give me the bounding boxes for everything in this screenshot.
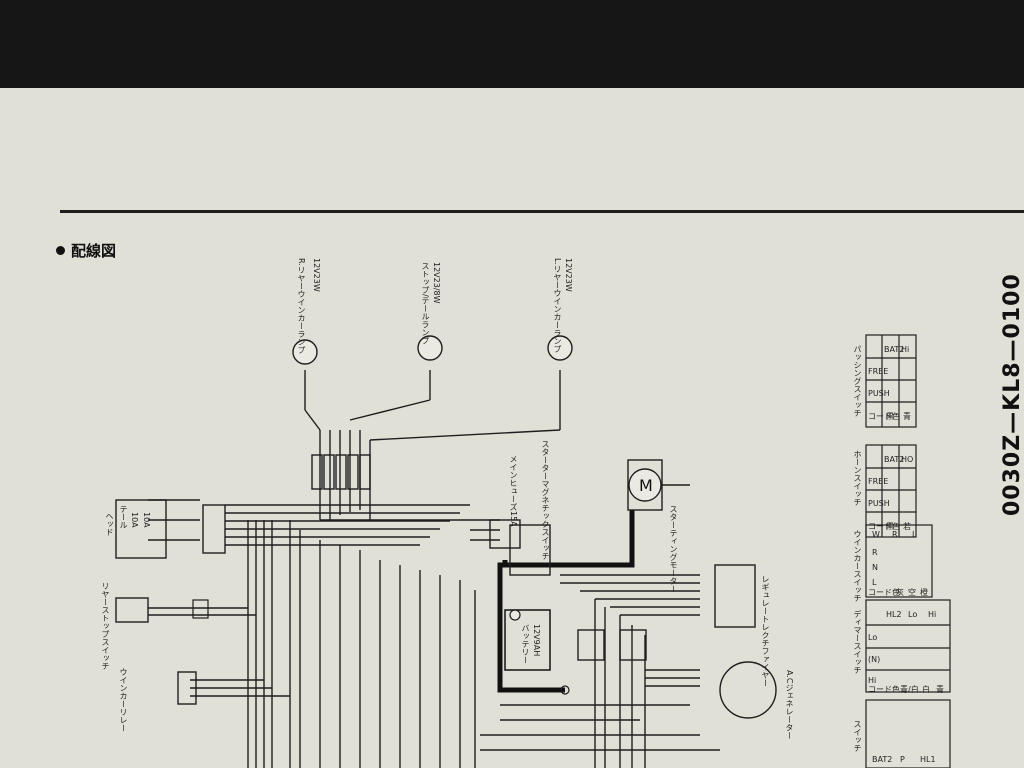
passing-row-1: FREE (868, 367, 889, 376)
main-fuse-label: メインヒューズ15A (509, 455, 518, 527)
horn-col-1: BAT2 (884, 455, 905, 464)
bottom-col-1: BAT2 (872, 755, 893, 764)
dimmer-switch-table (865, 599, 951, 693)
battery-icon (504, 609, 551, 671)
passing-row-2: PUSH (868, 389, 890, 398)
regulator-rectifier-icon (714, 564, 756, 628)
ac-generator-label: A.Cジェネレーター (785, 670, 794, 740)
connector-a-icon (577, 629, 605, 661)
manual-page: 配線図 0030Z—KL8—0100 (0, 88, 1024, 768)
winker-color-2: 空 (908, 588, 916, 597)
bullet-icon (56, 246, 65, 255)
motor-symbol: M (639, 476, 653, 495)
passing-col-2: Hi (901, 345, 910, 354)
battery-label: バッテリー (521, 624, 530, 664)
fuse-10a-1: 10A (130, 512, 139, 528)
horn-row-2: PUSH (868, 499, 890, 508)
rear-winker-l-label: L.リヤーウインカーランプ (553, 258, 562, 353)
stop-switch-connector-icon (192, 599, 209, 619)
horn-color-2: 若 (903, 522, 911, 531)
battery-cable (497, 510, 635, 693)
winker-col-3: L (912, 530, 917, 539)
battery-spec: 12V9AH (532, 624, 541, 657)
passing-col-1: BAT2 (884, 345, 905, 354)
horn-switch-table (865, 444, 917, 538)
battery-plus-icon (509, 609, 521, 621)
bottom-switch-name: スイッチ (853, 720, 862, 752)
horn-switch-name: ホーンスイッチ (853, 450, 862, 506)
passing-color-label: コード色 (868, 412, 900, 421)
stop-tail-spec: 12V23/8W (432, 262, 441, 304)
winker-relay-label: ウインカーリレー (119, 668, 128, 732)
stop-tail-lamp-icon (417, 335, 443, 361)
winker-row-2: N (872, 563, 878, 572)
rear-winker-l-spec: 12V23W (564, 258, 573, 292)
switch-tables (865, 334, 951, 768)
passing-color-2: 青 (903, 412, 911, 421)
dimmer-col-3: Hi (928, 610, 937, 619)
dimmer-row-1: Lo (868, 633, 878, 642)
ground-icon (560, 685, 570, 695)
rear-winker-r-lamp-icon (292, 339, 318, 365)
horn-color-1: 黒 (886, 522, 894, 531)
winker-switch-table (865, 524, 933, 598)
header-rule (60, 210, 1024, 213)
starter-magnetic-switch-label: スターターマグネチックスイッチ (541, 440, 550, 560)
bottom-col-3: HL1 (920, 755, 936, 764)
winker-color-1: 灰 (896, 588, 904, 597)
dimmer-color-3: 青 (936, 685, 944, 694)
fuse-tail-label: テール (119, 505, 128, 529)
horn-col-2: HO (901, 455, 914, 464)
dimmer-color-label: コード色 (868, 685, 900, 694)
bottom-col-2: P (900, 755, 905, 764)
winker-color-label: コード色 (868, 588, 900, 597)
rear-stop-switch-label: リヤーストップスイッチ (101, 582, 110, 670)
bottom-switch-table (865, 699, 951, 768)
section-heading: 配線図 (56, 240, 116, 261)
ac-generator-icon (719, 661, 777, 719)
rear-winker-r-label: R.リヤーウインカーランプ (297, 258, 306, 354)
dimmer-col-2: Lo (908, 610, 918, 619)
dimmer-col-1: HL2 (886, 610, 902, 619)
winker-col-1: W (872, 530, 880, 539)
starting-motor-label: スターティングモーター (669, 505, 678, 593)
fuse-box-connector-icon (202, 504, 226, 554)
motor-icon (628, 468, 662, 502)
passing-switch-table (865, 334, 917, 428)
main-fuse-icon (489, 519, 521, 549)
dimmer-color-1: 青/白 (900, 685, 919, 694)
fuse-10a-2: 10A (142, 512, 151, 528)
rear-stop-switch-icon (115, 597, 149, 623)
dimmer-switch-name: ディマースイッチ (853, 610, 862, 674)
winker-row-3: L (872, 578, 877, 587)
winker-color-3: 橙 (920, 588, 928, 597)
winker-relay-icon (177, 671, 197, 705)
magnetic-switch-icon (509, 524, 551, 576)
fuse-head-label: ヘッド (105, 512, 114, 536)
stop-tail-label: ストップ/テールランプ (421, 262, 430, 345)
horn-color-label: コード色 (868, 522, 900, 531)
dimmer-row-2: (N) (868, 655, 881, 664)
rear-winker-l-lamp-icon (547, 335, 573, 361)
wire-harness (148, 370, 720, 768)
fuse-box-icon (115, 499, 167, 559)
winker-switch-name: ウインカースイッチ (853, 530, 862, 602)
winker-row-1: R (872, 548, 878, 557)
winker-col-2: R (892, 530, 898, 539)
horn-row-1: FREE (868, 477, 889, 486)
rear-winker-r-spec: 12V23W (312, 258, 321, 292)
passing-color-1: 黒 (886, 412, 894, 421)
starting-motor: M (627, 459, 690, 511)
regulator-rectifier-label: レギュレートレクチファイヤー (761, 575, 770, 687)
section-title: 配線図 (71, 242, 117, 260)
dimmer-color-2: 白 (922, 685, 930, 694)
connector-b-icon (619, 629, 647, 661)
dimmer-row-3: Hi (868, 676, 877, 685)
passing-switch-name: パッシングスイッチ (853, 345, 862, 417)
